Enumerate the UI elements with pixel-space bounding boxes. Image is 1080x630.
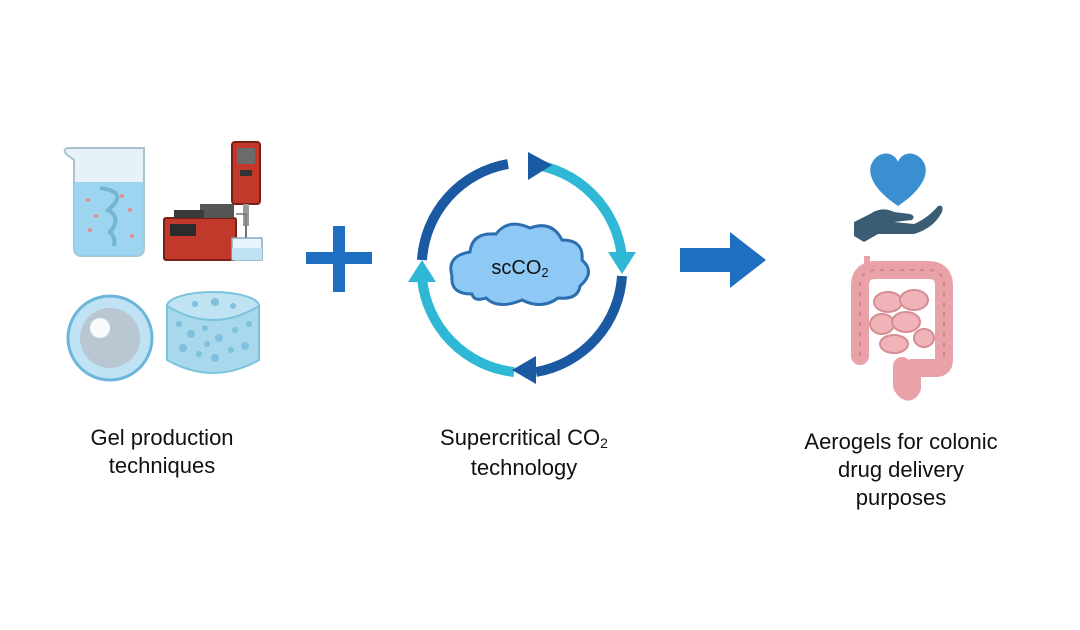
scco2-cloud-label: scCO2 xyxy=(491,257,548,280)
colon-illustration xyxy=(851,256,953,401)
scco2-cloud xyxy=(449,222,590,306)
supercritical-caption-line2: technology xyxy=(470,455,578,480)
aerogels-caption-line3: purposes xyxy=(855,485,947,510)
cycle-arrowhead-top xyxy=(528,152,552,180)
beaker-illustration xyxy=(63,147,145,257)
heart-hand-icon xyxy=(854,153,943,242)
aerogels-caption-line2: drug delivery xyxy=(838,457,964,482)
hand-icon xyxy=(854,205,943,242)
heart-icon xyxy=(870,153,926,206)
aerogels-caption-line1: Aerogels for colonic xyxy=(804,429,998,454)
gel-production-caption-line1: Gel production xyxy=(90,425,234,450)
gel-production-caption: Gel production techniques xyxy=(62,424,262,480)
supercritical-caption-line1: Supercritical CO2 xyxy=(440,425,608,451)
aerogels-caption: Aerogels for colonic drug delivery purpo… xyxy=(774,428,1028,512)
plus-icon xyxy=(306,226,372,292)
cycle-arrowhead-left xyxy=(408,260,436,282)
gel-production-caption-line2: techniques xyxy=(108,453,216,478)
supercritical-caption: Supercritical CO2 technology xyxy=(412,424,636,482)
cycle-arc-top-left xyxy=(417,159,509,261)
cycle-arc-bottom-right xyxy=(535,275,627,377)
cycle-arrowhead-bottom xyxy=(512,356,536,384)
porous-scaffold-illustration xyxy=(166,291,260,374)
right-arrow-icon xyxy=(680,232,766,288)
gel-bead-illustration xyxy=(66,294,154,382)
cycle-arc-bottom-left xyxy=(417,277,515,377)
cycle-arrowhead-right xyxy=(608,252,636,274)
scco2-cycle-diagram: scCO2 xyxy=(408,152,636,384)
syringe-pump-illustration xyxy=(163,141,263,261)
